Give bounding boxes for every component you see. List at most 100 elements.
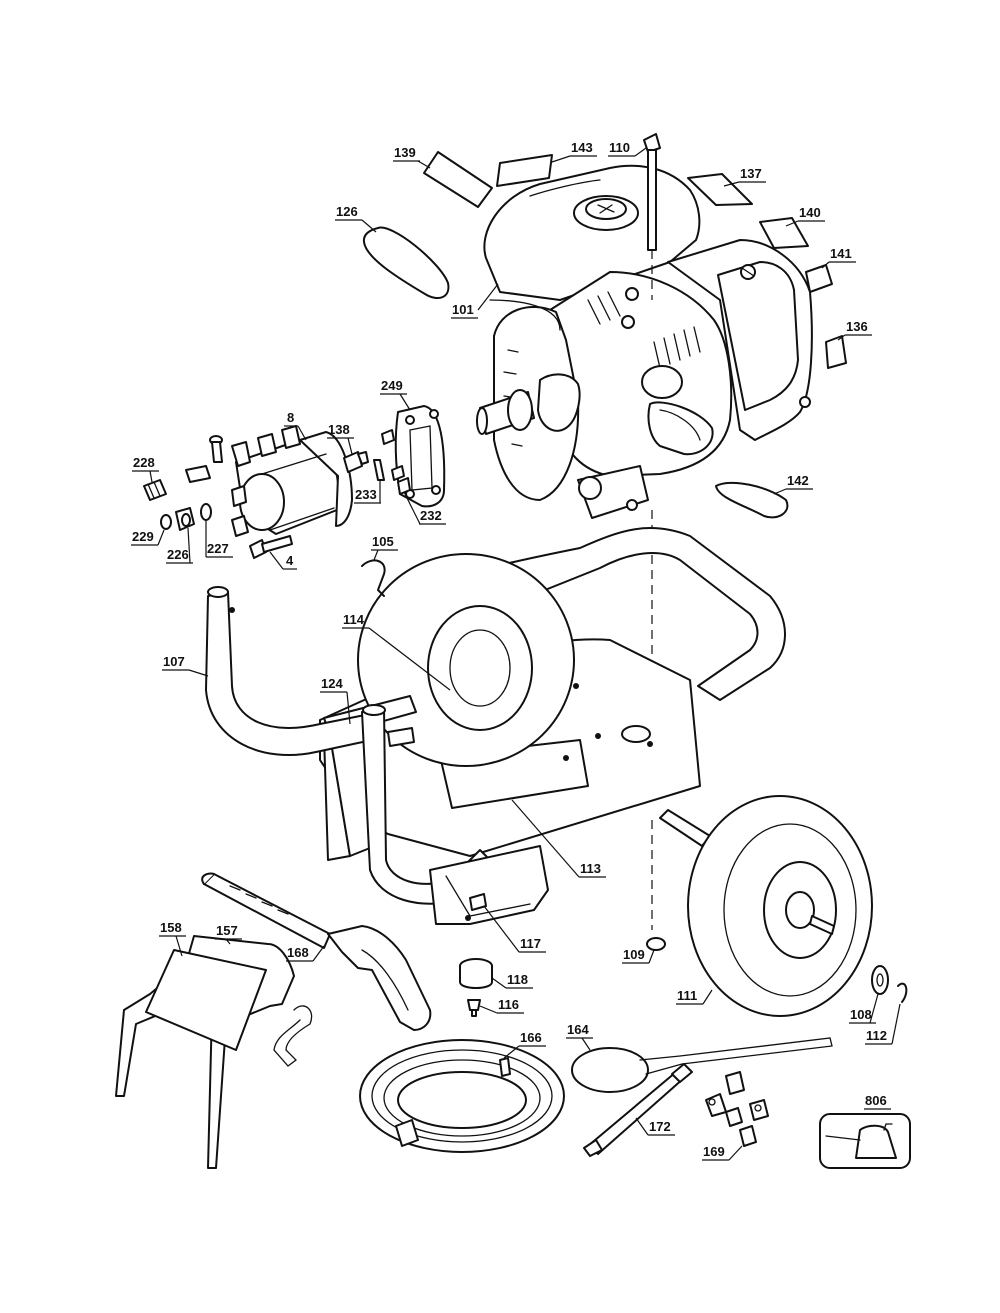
callout-158: 158 xyxy=(159,920,186,957)
svg-text:229: 229 xyxy=(132,529,154,544)
decal-139 xyxy=(423,151,493,208)
callout-116: 116 xyxy=(479,997,524,1014)
callout-118: 118 xyxy=(491,972,533,989)
washer-227 xyxy=(200,503,212,521)
svg-text:108: 108 xyxy=(850,1007,872,1022)
svg-text:116: 116 xyxy=(498,997,519,1012)
callout-168: 168 xyxy=(286,945,325,962)
svg-text:140: 140 xyxy=(799,205,821,220)
callout-806: 806 xyxy=(864,1093,891,1110)
fitting-138 xyxy=(343,451,369,473)
svg-text:113: 113 xyxy=(580,861,601,876)
oil-bottle-806 xyxy=(819,1113,911,1169)
svg-text:110: 110 xyxy=(609,140,630,155)
callout-169: 169 xyxy=(702,1144,743,1161)
nut-109 xyxy=(646,937,666,951)
svg-text:101: 101 xyxy=(452,302,474,317)
callout-8: 8 xyxy=(284,410,307,441)
callout-157: 157 xyxy=(215,923,242,945)
callout-227: 227 xyxy=(205,520,233,558)
svg-text:136: 136 xyxy=(846,319,868,334)
callout-143: 143 xyxy=(551,140,597,163)
callout-113: 113 xyxy=(511,799,606,878)
callout-108: 108 xyxy=(849,993,879,1024)
wand-164 xyxy=(571,1037,833,1093)
callout-140: 140 xyxy=(785,205,825,227)
svg-text:8: 8 xyxy=(287,410,294,425)
screws-232 xyxy=(381,429,411,495)
decal-137 xyxy=(687,173,753,206)
svg-text:233: 233 xyxy=(355,487,377,502)
hose-166 xyxy=(359,1039,565,1153)
wheel-111 xyxy=(687,795,873,1017)
svg-text:137: 137 xyxy=(740,166,762,181)
svg-text:227: 227 xyxy=(207,541,229,556)
bolt-116 xyxy=(467,999,481,1017)
wand-172 xyxy=(583,1063,693,1157)
washer-108 xyxy=(871,965,889,995)
decal-136 xyxy=(825,335,847,369)
svg-text:164: 164 xyxy=(567,1022,589,1037)
bolt-4 xyxy=(249,535,293,559)
pin-233 xyxy=(373,459,385,481)
callout-124: 124 xyxy=(320,676,351,725)
callout-249: 249 xyxy=(380,378,411,411)
svg-text:226: 226 xyxy=(167,547,189,562)
callout-117: 117 xyxy=(483,905,546,953)
decal-126 xyxy=(362,226,450,299)
svg-text:139: 139 xyxy=(394,145,416,160)
svg-text:228: 228 xyxy=(133,455,155,470)
callout-107: 107 xyxy=(162,654,209,677)
svg-text:232: 232 xyxy=(420,508,442,523)
oring-229 xyxy=(160,514,172,530)
decal-158 xyxy=(145,949,267,1051)
clip-105 xyxy=(361,559,386,597)
svg-text:109: 109 xyxy=(623,947,645,962)
callout-229: 229 xyxy=(131,529,165,546)
axle xyxy=(659,809,711,847)
svg-text:158: 158 xyxy=(160,920,182,935)
callout-110: 110 xyxy=(608,140,647,157)
svg-text:114: 114 xyxy=(343,612,365,627)
svg-text:172: 172 xyxy=(649,1119,671,1134)
callout-109: 109 xyxy=(622,947,655,964)
svg-text:138: 138 xyxy=(328,422,350,437)
svg-text:107: 107 xyxy=(163,654,185,669)
svg-text:112: 112 xyxy=(866,1028,887,1043)
svg-text:249: 249 xyxy=(381,378,403,393)
callout-141: 141 xyxy=(821,246,856,269)
decal-143 xyxy=(496,154,553,187)
callout-233: 233 xyxy=(354,480,381,504)
svg-text:124: 124 xyxy=(321,676,343,691)
engine-101 xyxy=(476,164,813,519)
foot-118 xyxy=(459,958,493,989)
svg-text:111: 111 xyxy=(677,988,697,1003)
callout-226: 226 xyxy=(166,527,193,564)
callout-228: 228 xyxy=(132,455,159,483)
callout-101: 101 xyxy=(451,302,478,319)
svg-text:117: 117 xyxy=(520,936,541,951)
coupling-228 xyxy=(143,479,167,501)
pin-112 xyxy=(897,982,908,1003)
pump-8 xyxy=(185,425,353,537)
callout-164: 164 xyxy=(566,1022,593,1051)
svg-text:169: 169 xyxy=(703,1144,725,1159)
svg-text:105: 105 xyxy=(372,534,394,549)
callout-112: 112 xyxy=(865,1003,901,1045)
callout-232: 232 xyxy=(403,491,446,525)
svg-text:118: 118 xyxy=(507,972,528,987)
callouts: 139 143 110 137 140 126 xyxy=(131,140,901,1161)
svg-text:157: 157 xyxy=(216,923,238,938)
callout-136: 136 xyxy=(837,319,872,341)
svg-text:143: 143 xyxy=(571,140,593,155)
svg-text:141: 141 xyxy=(830,246,852,261)
callout-142: 142 xyxy=(773,473,813,495)
svg-text:806: 806 xyxy=(865,1093,887,1108)
bracket-113 xyxy=(429,845,549,925)
callout-137: 137 xyxy=(723,166,766,187)
svg-text:168: 168 xyxy=(287,945,309,960)
callout-172: 172 xyxy=(635,1117,675,1136)
svg-text:4: 4 xyxy=(286,553,294,568)
